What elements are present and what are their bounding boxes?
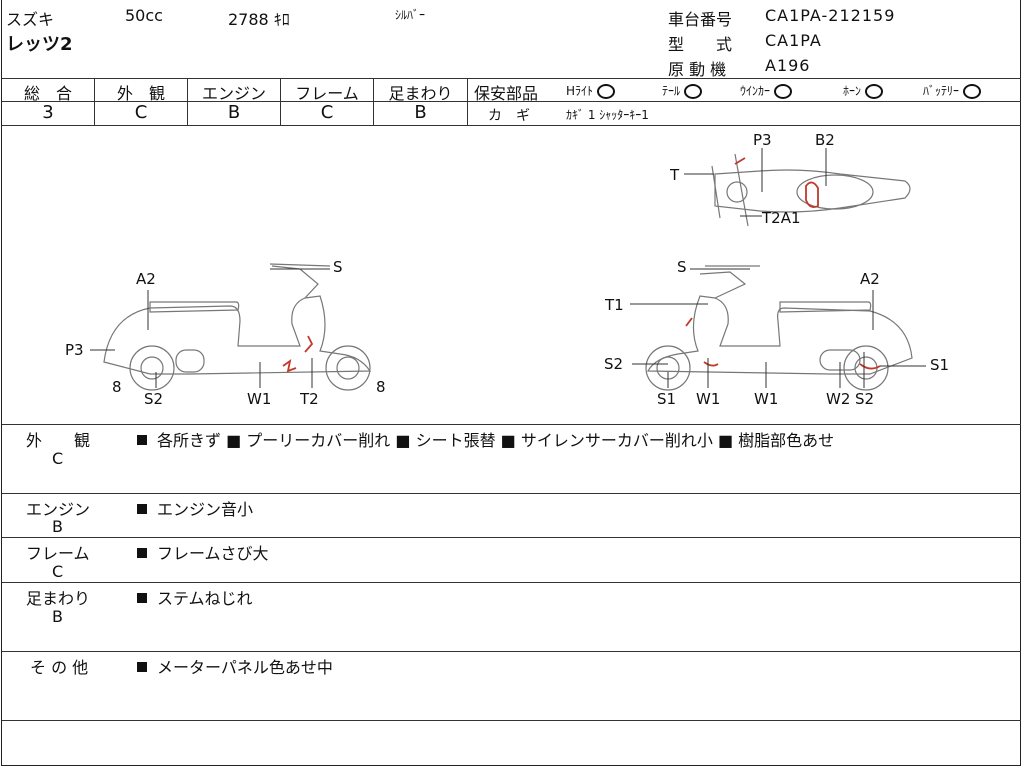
safety-item-horn: ﾎｰﾝ [843, 82, 884, 99]
grade-mid-line [2, 101, 468, 102]
grade-total: 3 [42, 102, 54, 123]
engine-label: 原 動 機 [668, 60, 727, 79]
key-label: カ ギ [488, 108, 530, 124]
svg-text:T2A1: T2A1 [761, 209, 801, 227]
note-text-other: メーターパネル色あせ中 [137, 654, 333, 678]
bullet-square-icon [137, 662, 147, 672]
svg-text:W1: W1 [247, 390, 271, 408]
grade-engine: B [227, 102, 241, 123]
safety-item-winker: ｳｲﾝｶｰ [740, 82, 793, 99]
key-value: ｶｷﾞ 1 ｼｬｯﾀｰｷｰ1 [566, 108, 649, 122]
svg-text:T2: T2 [299, 390, 319, 408]
bullet-square-icon [137, 593, 147, 603]
note-text-frame: フレームさび大 [137, 540, 269, 564]
notes-divider [2, 537, 1021, 538]
type-label: 型 式 [668, 35, 733, 54]
ok-circle-icon [774, 84, 793, 99]
svg-text:8: 8 [376, 378, 386, 396]
note-grade-exterior: C [52, 449, 64, 468]
svg-text:W1: W1 [696, 390, 720, 408]
svg-text:S1: S1 [657, 390, 676, 408]
grade-header-total: 総 合 [23, 84, 72, 103]
note-label-other: そ の 他 [30, 658, 89, 677]
note-grade-engine: B [52, 517, 63, 536]
ok-circle-icon [684, 84, 703, 99]
grade-divider [187, 78, 188, 125]
safety-mid-line [468, 101, 1021, 102]
leader-lines [90, 148, 926, 388]
scooter-right-view [645, 265, 913, 391]
grade-suspension: B [414, 102, 427, 123]
svg-text:T: T [669, 166, 680, 184]
ok-circle-icon [865, 84, 884, 99]
diagram-bottom-line [2, 424, 1021, 425]
notes-divider [2, 582, 1021, 583]
grade-frame: C [320, 102, 334, 123]
displacement: 50cc [125, 6, 163, 25]
notes-divider [2, 720, 1021, 721]
note-text-engine: エンジン音小 [137, 496, 253, 520]
grade-divider [280, 78, 281, 125]
svg-text:S: S [333, 258, 343, 276]
grade-header-engine: エンジン [201, 84, 266, 103]
ok-circle-icon [597, 84, 616, 99]
engine-value: A196 [765, 56, 811, 75]
grade-header-exterior: 外 観 [116, 84, 165, 103]
notes-divider [2, 651, 1021, 652]
grade-exterior: C [134, 102, 148, 123]
grade-divider [467, 78, 468, 125]
grade-bottom-line [2, 125, 1021, 126]
maker: スズキ [6, 10, 55, 29]
safety-item-headlight: Hﾗｲﾄ [566, 82, 616, 99]
svg-text:S2: S2 [144, 390, 163, 408]
safety-label: 保安部品 [474, 84, 539, 103]
svg-text:A2: A2 [860, 270, 880, 288]
svg-text:S2: S2 [604, 355, 623, 373]
damage-marks [282, 157, 881, 373]
safety-item-tail: ﾃｰﾙ [662, 82, 703, 99]
grade-header-suspension: 足まわり [388, 84, 453, 103]
svg-text:S2: S2 [855, 390, 874, 408]
svg-text:A2: A2 [136, 270, 156, 288]
ok-circle-icon [963, 84, 982, 99]
scooter-left-view [103, 263, 372, 391]
note-grade-frame: C [52, 562, 64, 581]
svg-text:S: S [677, 258, 687, 276]
svg-text:S1: S1 [930, 356, 949, 374]
safety-item-battery: ﾊﾞｯﾃﾘｰ [923, 82, 982, 99]
note-text-exterior: 各所きず ■ プーリーカバー削れ ■ シート張替 ■ サイレンサーカバー削れ小 … [137, 427, 834, 451]
svg-text:W2: W2 [826, 390, 850, 408]
grade-divider [373, 78, 374, 125]
svg-text:8: 8 [112, 378, 122, 396]
svg-text:P3: P3 [753, 131, 772, 149]
type-value: CA1PA [765, 31, 822, 50]
note-label-exterior: 外 観 [26, 431, 91, 450]
bullet-square-icon [137, 548, 147, 558]
svg-text:B2: B2 [815, 131, 835, 149]
notes-divider [2, 493, 1021, 494]
chassis-label: 車台番号 [668, 10, 733, 29]
note-label-frame: フレーム [26, 544, 90, 563]
mileage: 2788 ｷﾛ [228, 10, 290, 29]
grade-divider [94, 78, 95, 125]
scooter-top-view [711, 153, 911, 227]
chassis-value: CA1PA-212159 [765, 6, 896, 25]
svg-text:P3: P3 [65, 341, 84, 359]
svg-text:T1: T1 [604, 296, 624, 314]
note-grade-suspension: B [52, 607, 63, 626]
bullet-square-icon [137, 504, 147, 514]
note-label-suspension: 足まわり [26, 589, 91, 608]
grade-top-line [2, 78, 1021, 79]
note-text-suspension: ステムねじれ [137, 585, 253, 609]
grade-header-frame: フレーム [295, 84, 359, 103]
note-label-engine: エンジン [26, 500, 91, 519]
color: ｼﾙﾊﾞｰ [395, 8, 426, 22]
model-name: レッツ2 [6, 34, 73, 55]
svg-text:W1: W1 [754, 390, 778, 408]
bullet-square-icon [137, 435, 147, 445]
